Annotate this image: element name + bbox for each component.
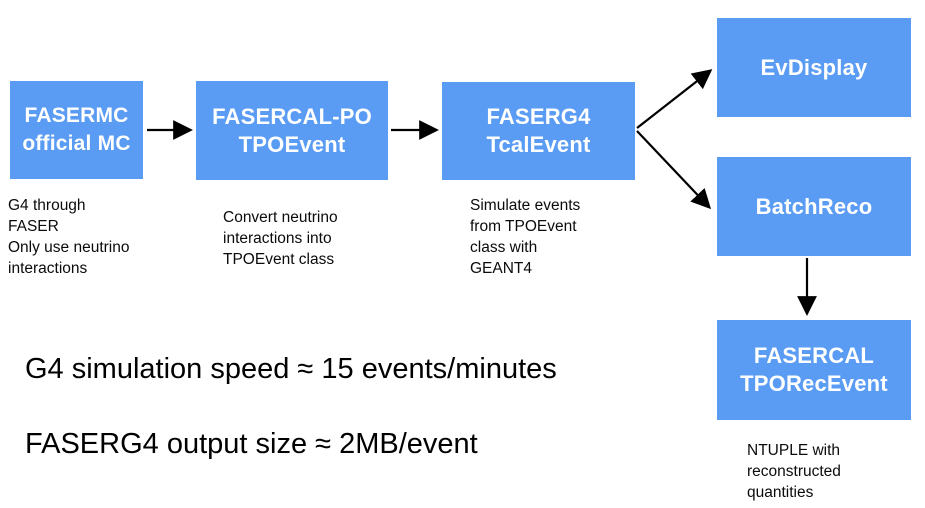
node-faserg4: FASERG4 TcalEvent [442,82,635,180]
arrow-faserg4-to-evdisplay [636,69,713,129]
caption-tporecevent: NTUPLE with reconstructed quantities [747,442,841,501]
node-batchreco: BatchReco [717,157,911,256]
note-simulation-speed: G4 simulation speed ≈ 15 events/minutes [25,353,557,385]
node-tporecevent: FASERCAL TPORecEvent [717,320,911,420]
node-fasermc: FASERMC official MC [10,81,143,179]
node-fasercal-po: FASERCAL-PO TPOEvent [196,81,388,180]
caption-fasermc: G4 through FASER Only use neutrino inter… [8,197,130,277]
node-evdisplay: EvDisplay [717,18,911,117]
caption-faserg4: Simulate events from TPOEvent class with… [470,197,581,277]
arrow-faserg4-to-batchreco [636,130,712,210]
note-output-size: FASERG4 output size ≈ 2MB/event [25,428,478,460]
caption-fasercal-po: Convert neutrino interactions into TPOEv… [223,209,338,268]
